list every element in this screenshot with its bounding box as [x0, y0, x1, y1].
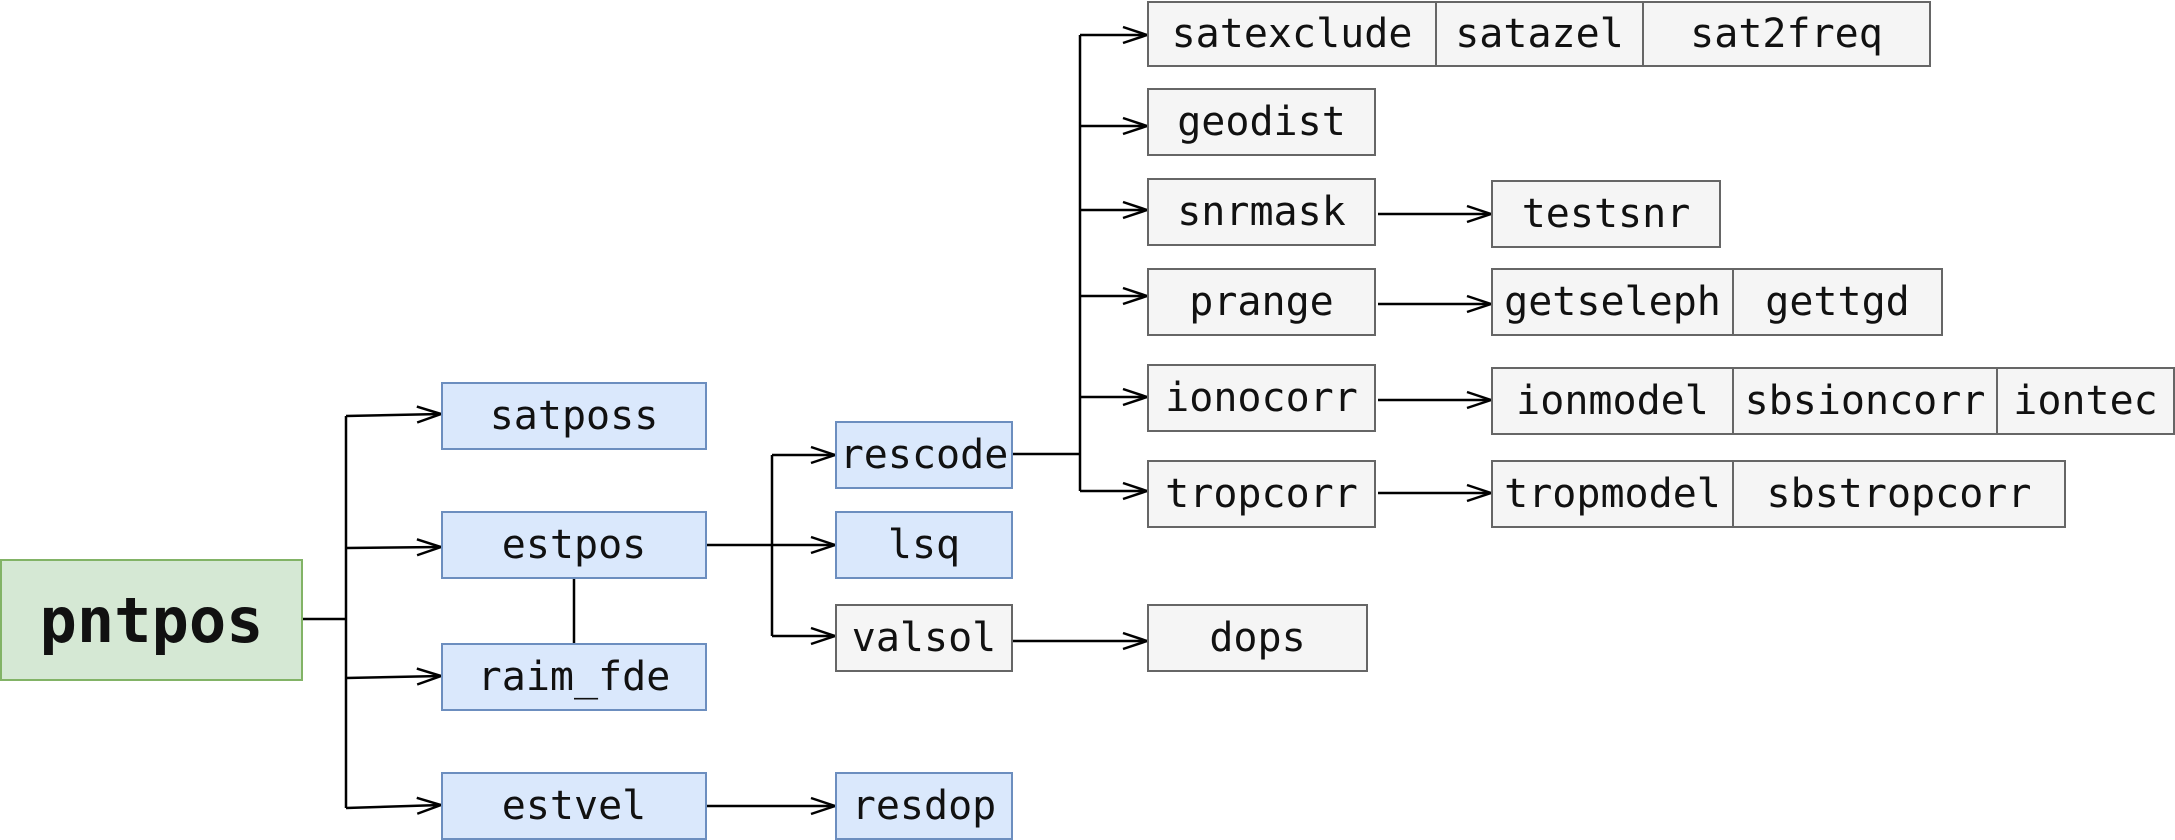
node-ionocorr: ionocorr	[1147, 364, 1376, 432]
node-snrmask: snrmask	[1147, 178, 1376, 246]
node-gettgd: gettgd	[1732, 268, 1943, 336]
node-estpos: estpos	[441, 511, 707, 579]
node-valsol: valsol	[835, 604, 1013, 672]
node-iontec: iontec	[1996, 367, 2175, 435]
node-geodist: geodist	[1147, 88, 1376, 156]
edge-to-estvel	[345, 805, 441, 808]
node-resdop: resdop	[835, 772, 1013, 840]
node-satexclude: satexclude	[1147, 1, 1437, 67]
node-pntpos: pntpos	[0, 559, 303, 681]
node-satazel: satazel	[1435, 1, 1644, 67]
node-prange: prange	[1147, 268, 1376, 336]
node-raim-fde: raim_fde	[441, 643, 707, 711]
node-tropcorr: tropcorr	[1147, 460, 1376, 528]
node-ionmodel: ionmodel	[1491, 367, 1734, 435]
node-sbsioncorr: sbsioncorr	[1732, 367, 1998, 435]
node-estvel: estvel	[441, 772, 707, 840]
node-testsnr: testsnr	[1491, 180, 1721, 248]
node-rescode: rescode	[835, 421, 1013, 489]
node-tropmodel: tropmodel	[1491, 460, 1734, 528]
edge-to-raim-fde	[345, 676, 441, 678]
node-satposs: satposs	[441, 382, 707, 450]
edge-to-estpos	[345, 547, 441, 548]
edge-to-satposs	[345, 414, 441, 416]
node-getseleph: getseleph	[1491, 268, 1734, 336]
node-dops: dops	[1147, 604, 1368, 672]
node-sbstropcorr: sbstropcorr	[1732, 460, 2066, 528]
node-lsq: lsq	[835, 511, 1013, 579]
node-sat2freq: sat2freq	[1642, 1, 1931, 67]
